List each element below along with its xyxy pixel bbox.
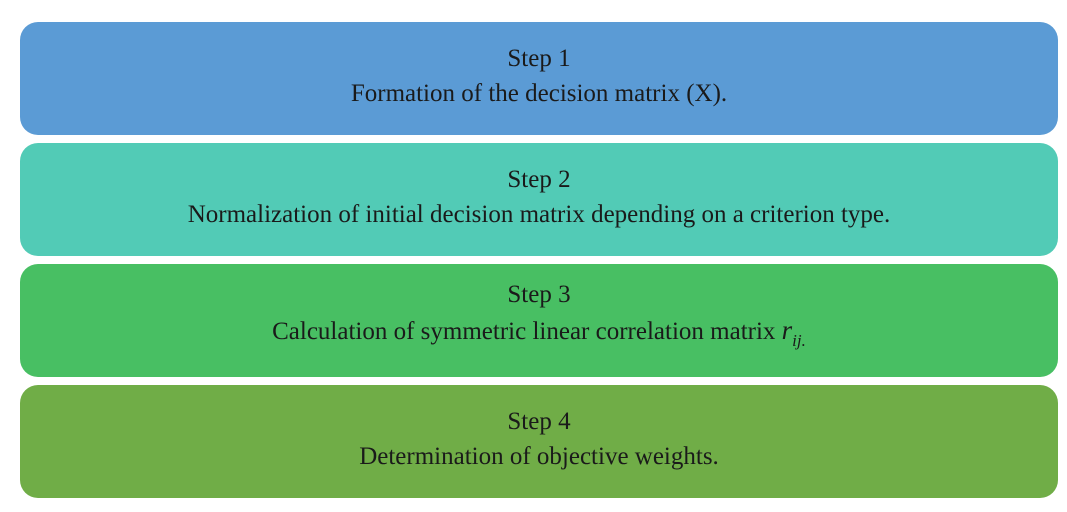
step-3-description: Calculation of symmetric linear correlat… — [272, 318, 782, 345]
step-4-title: Step 4 — [507, 407, 571, 435]
step-3-box: Step 3 Calculation of symmetric linear c… — [20, 264, 1058, 377]
step-4-description: Determination of objective weights. — [359, 442, 719, 470]
step-3-math-subscript: ij. — [792, 331, 806, 350]
step-2-title: Step 2 — [507, 165, 571, 193]
step-1-title: Step 1 — [507, 44, 571, 72]
step-3-title: Step 3 — [507, 281, 571, 308]
step-3-math-variable: r — [781, 315, 793, 345]
step-1-box: Step 1 Formation of the decision matrix … — [20, 22, 1058, 135]
step-4-box: Step 4 Determination of objective weight… — [20, 385, 1058, 498]
step-3-description-line: Calculation of symmetric linear correlat… — [272, 312, 806, 359]
step-1-description: Formation of the decision matrix (X). — [350, 79, 728, 107]
step-2-description: Normalization of initial decision matrix… — [187, 200, 891, 228]
step-2-box: Step 2 Normalization of initial decision… — [20, 143, 1058, 256]
